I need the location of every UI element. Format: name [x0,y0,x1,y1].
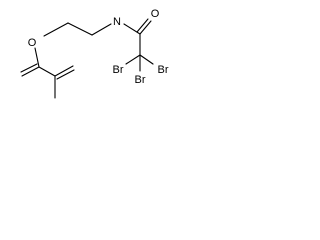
bond-alpha-vinyl-double-b [56,69,75,80]
atom-label-amide-nitrogen: N [113,16,121,28]
atom-label-ester-oxygen: O [28,37,37,49]
bond-alpha-vinyl-double-a [54,65,74,77]
structural-formula: O N O Br Br Br [20,8,169,99]
bond-methylene-methylene [67,22,93,36]
bond-carbon-bromine-1 [125,54,141,65]
bond-carbonyl-ester-oxygen [34,47,40,68]
atom-label-bromine-3: Br [158,64,169,76]
bond-carbonyl-co-double-b [20,63,38,73]
bond-methylene-nitrogen [91,23,112,36]
atom-label-bromine-2: Br [135,74,146,86]
bond-amide-co-double-b [136,18,149,33]
bond-carbonyl-alpha-carbon [38,66,56,77]
bond-amide-co-double-a [139,20,152,35]
atom-label-amide-oxygen: O [151,8,160,20]
bond-carbon-bromine-3 [139,54,154,65]
bond-nitrogen-amide-carbon [123,23,141,35]
bond-ester-oxygen-methylene [43,22,69,37]
atom-label-bromine-1: Br [113,64,124,76]
bond-carbonyl-co-double-a [21,66,40,77]
